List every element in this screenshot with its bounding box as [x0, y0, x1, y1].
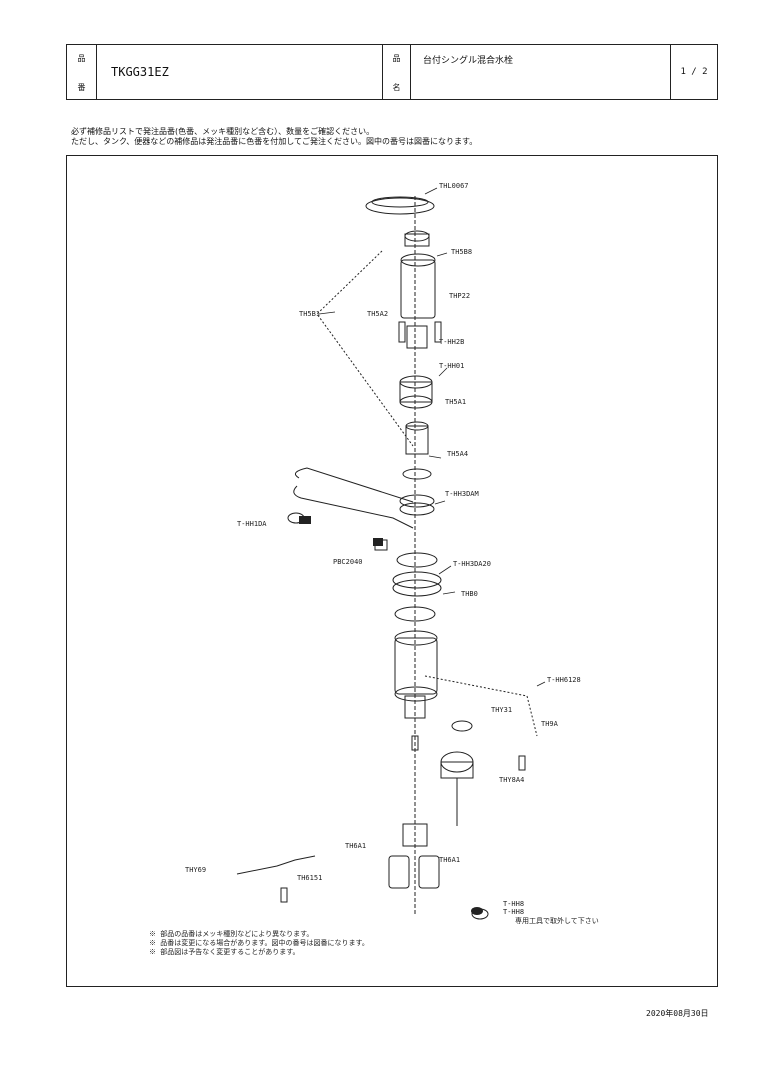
title-block: 品 番 TKGG31EZ 品 名 台付シングル混合水栓 1 / 2 — [66, 44, 718, 100]
product-name-label: 品 名 — [383, 45, 411, 99]
label-char-bottom: 番 — [77, 83, 86, 92]
part-label: TH5B8 — [451, 248, 472, 256]
part-label: T-HH3DA20 — [453, 560, 491, 568]
part-label: TH6151 — [297, 874, 322, 882]
product-name: 台付シングル混合水栓 — [411, 45, 671, 99]
part-label: PBC2040 — [333, 558, 363, 566]
part-label: TH6A1 — [345, 842, 366, 850]
part-label: TH9A — [541, 720, 559, 728]
instructions: 必ず補修品リストで発注品番(色番、メッキ種別など含む）、数量をご確認ください。 … — [71, 127, 477, 147]
part-label: THB0 — [461, 590, 478, 598]
part-label: T-HH01 — [439, 362, 464, 370]
part-label: T-HH1DA — [237, 520, 267, 528]
part-label: TH5A4 — [447, 450, 468, 458]
product-code: TKGG31EZ — [97, 45, 383, 99]
part-label: T-HH6128 — [547, 676, 581, 684]
part-label: THL0067 — [439, 182, 469, 190]
part-label: TH5A2 — [367, 310, 388, 318]
part-label: THY31 — [491, 706, 512, 714]
instruction-line: ただし、タンク、便器などの補修品は発注品番に色番を付加してご発注ください。図中の… — [71, 137, 478, 146]
product-number-label: 品 番 — [67, 45, 97, 99]
part-label: THY8A4 — [499, 776, 524, 784]
part-label: T-HH8 — [503, 908, 524, 916]
footnote-line: ※ 部品図は予告なく変更することがあります。 — [149, 947, 300, 956]
part-label: TH6A1 — [439, 856, 460, 864]
part-label: TH5B1 — [299, 310, 320, 318]
instruction-line: 必ず補修品リストで発注品番(色番、メッキ種別など含む）、数量をご確認ください。 — [71, 127, 375, 136]
page-number: 1 / 2 — [680, 67, 708, 77]
part-label: T-HH2B — [439, 338, 464, 346]
issue-date: 2020年08月30日 — [646, 1009, 709, 1018]
part-label: TH5A1 — [445, 398, 466, 406]
label-char-top: 品 — [77, 54, 86, 63]
part-label: THY69 — [185, 866, 206, 874]
side-note: 専用工具で取外して下さい — [515, 916, 599, 925]
part-label: T-HH3DAM — [445, 490, 479, 498]
label-char-bottom: 名 — [392, 83, 401, 92]
label-char-top: 品 — [392, 54, 401, 63]
footnote-line: ※ 部品の品番はメッキ種別などにより異なります。 — [149, 929, 313, 938]
part-label: THP22 — [449, 292, 470, 300]
footnote-line: ※ 品番は変更になる場合があります。図中の番号は図番になります。 — [149, 938, 369, 947]
part-label: T-HH8 — [503, 900, 524, 908]
footnotes: ※ 部品の品番はメッキ種別などにより異なります。※ 品番は変更になる場合がありま… — [149, 929, 369, 956]
